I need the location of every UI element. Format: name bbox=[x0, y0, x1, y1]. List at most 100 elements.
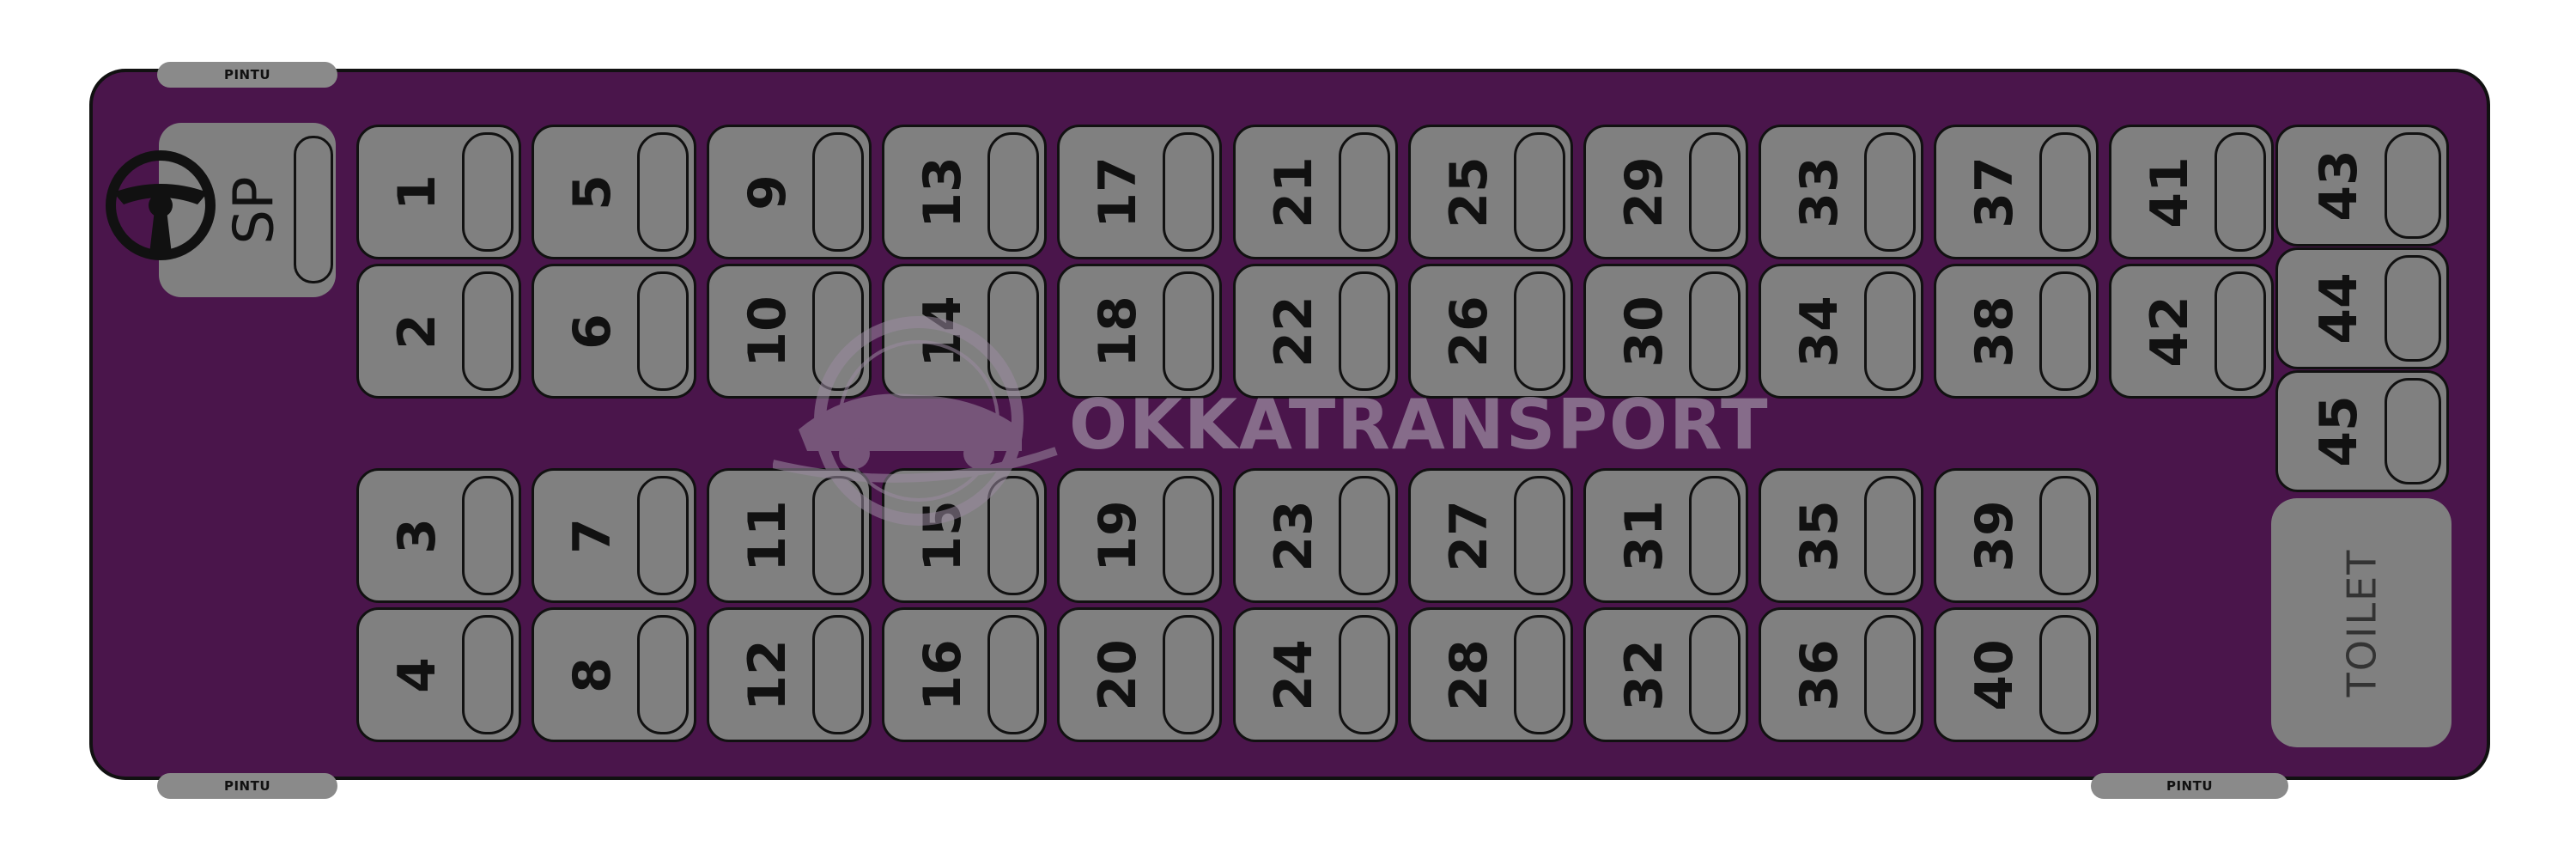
seat-backrest bbox=[2039, 271, 2091, 391]
seat-number: 4 bbox=[387, 656, 447, 693]
seat-44[interactable]: 44 bbox=[2275, 247, 2449, 369]
seat-32[interactable]: 32 bbox=[1583, 607, 1748, 742]
seat-number: 2 bbox=[387, 313, 447, 350]
seat-number-wrap: 2 bbox=[364, 266, 471, 396]
seat-24[interactable]: 24 bbox=[1233, 607, 1398, 742]
seat-number-wrap: 29 bbox=[1591, 127, 1698, 257]
seat-number-wrap: 4 bbox=[364, 610, 471, 740]
seat-25[interactable]: 25 bbox=[1408, 125, 1573, 259]
seat-number: 34 bbox=[1789, 295, 1850, 368]
seat-22[interactable]: 22 bbox=[1233, 264, 1398, 399]
seat-backrest bbox=[1689, 615, 1741, 734]
seat-number-wrap: 1 bbox=[364, 127, 471, 257]
seat-number-wrap: 16 bbox=[890, 610, 996, 740]
seat-number: 36 bbox=[1789, 638, 1850, 711]
seat-8[interactable]: 8 bbox=[532, 607, 696, 742]
seat-number-wrap: 28 bbox=[1416, 610, 1522, 740]
seat-17[interactable]: 17 bbox=[1057, 125, 1222, 259]
seat-number-wrap: 32 bbox=[1591, 610, 1698, 740]
seat-21[interactable]: 21 bbox=[1233, 125, 1398, 259]
seat-number: 39 bbox=[1965, 499, 2025, 572]
seat-number: 42 bbox=[2140, 295, 2200, 368]
seat-number: 32 bbox=[1614, 638, 1674, 711]
steering-wheel-icon bbox=[106, 150, 216, 260]
seat-number-wrap: 6 bbox=[539, 266, 646, 396]
seat-34[interactable]: 34 bbox=[1759, 264, 1923, 399]
seat-20[interactable]: 20 bbox=[1057, 607, 1222, 742]
seat-26[interactable]: 26 bbox=[1408, 264, 1573, 399]
seat-2[interactable]: 2 bbox=[356, 264, 521, 399]
seat-number-wrap: 12 bbox=[714, 610, 821, 740]
seat-15[interactable]: 15 bbox=[882, 468, 1047, 603]
seat-backrest bbox=[637, 476, 689, 595]
seat-14[interactable]: 14 bbox=[882, 264, 1047, 399]
seat-backrest bbox=[462, 615, 513, 734]
seat-45[interactable]: 45 bbox=[2275, 370, 2449, 492]
seat-number-wrap: 35 bbox=[1766, 471, 1873, 600]
seat-number: 8 bbox=[562, 656, 623, 693]
seat-39[interactable]: 39 bbox=[1934, 468, 2099, 603]
seat-backrest bbox=[1163, 271, 1214, 391]
seat-41[interactable]: 41 bbox=[2109, 125, 2274, 259]
seat-37[interactable]: 37 bbox=[1934, 125, 2099, 259]
seat-number-wrap: 42 bbox=[2117, 266, 2223, 396]
seat-backrest bbox=[1514, 615, 1565, 734]
seat-16[interactable]: 16 bbox=[882, 607, 1047, 742]
seat-43[interactable]: 43 bbox=[2275, 125, 2449, 247]
seat-backrest bbox=[2215, 132, 2266, 252]
seat-backrest bbox=[1864, 476, 1916, 595]
seat-number: 37 bbox=[1965, 155, 2025, 228]
seat-number-wrap: 37 bbox=[1941, 127, 2048, 257]
seat-number-wrap: 45 bbox=[2283, 373, 2395, 490]
seat-1[interactable]: 1 bbox=[356, 125, 521, 259]
seat-backrest bbox=[1514, 132, 1565, 252]
seat-backrest bbox=[1339, 271, 1390, 391]
seat-38[interactable]: 38 bbox=[1934, 264, 2099, 399]
seat-number-wrap: 44 bbox=[2283, 250, 2395, 367]
seat-13[interactable]: 13 bbox=[882, 125, 1047, 259]
seat-number: 43 bbox=[2309, 149, 2369, 222]
seat-number: 25 bbox=[1439, 155, 1499, 228]
seat-7[interactable]: 7 bbox=[532, 468, 696, 603]
seat-9[interactable]: 9 bbox=[707, 125, 872, 259]
seat-6[interactable]: 6 bbox=[532, 264, 696, 399]
seat-number: 1 bbox=[387, 174, 447, 210]
seat-12[interactable]: 12 bbox=[707, 607, 872, 742]
seat-40[interactable]: 40 bbox=[1934, 607, 2099, 742]
seat-29[interactable]: 29 bbox=[1583, 125, 1748, 259]
seat-backrest bbox=[1514, 476, 1565, 595]
seat-number-wrap: 40 bbox=[1941, 610, 2048, 740]
seat-31[interactable]: 31 bbox=[1583, 468, 1748, 603]
seat-30[interactable]: 30 bbox=[1583, 264, 1748, 399]
seat-backrest bbox=[1163, 615, 1214, 734]
seat-number-wrap: 25 bbox=[1416, 127, 1522, 257]
seat-backrest bbox=[1339, 132, 1390, 252]
seat-number: 38 bbox=[1965, 295, 2025, 368]
seat-23[interactable]: 23 bbox=[1233, 468, 1398, 603]
seat-number-wrap: 38 bbox=[1941, 266, 2048, 396]
seat-35[interactable]: 35 bbox=[1759, 468, 1923, 603]
seat-4[interactable]: 4 bbox=[356, 607, 521, 742]
front-bottom-door: PINTU bbox=[157, 773, 337, 799]
seat-backrest bbox=[2385, 132, 2441, 239]
seat-backrest bbox=[987, 132, 1039, 252]
seat-number: 12 bbox=[738, 638, 798, 711]
seat-number: 28 bbox=[1439, 638, 1499, 711]
seat-3[interactable]: 3 bbox=[356, 468, 521, 603]
seat-18[interactable]: 18 bbox=[1057, 264, 1222, 399]
seat-number-wrap: 7 bbox=[539, 471, 646, 600]
seat-36[interactable]: 36 bbox=[1759, 607, 1923, 742]
seat-number: 40 bbox=[1965, 638, 2025, 711]
seat-number: 9 bbox=[738, 174, 798, 210]
seat-backrest bbox=[2039, 132, 2091, 252]
seat-42[interactable]: 42 bbox=[2109, 264, 2274, 399]
seat-number-wrap: 13 bbox=[890, 127, 996, 257]
seat-19[interactable]: 19 bbox=[1057, 468, 1222, 603]
seat-27[interactable]: 27 bbox=[1408, 468, 1573, 603]
seat-number: 3 bbox=[387, 517, 447, 554]
seat-backrest bbox=[637, 132, 689, 252]
seat-5[interactable]: 5 bbox=[532, 125, 696, 259]
seat-33[interactable]: 33 bbox=[1759, 125, 1923, 259]
seat-28[interactable]: 28 bbox=[1408, 607, 1573, 742]
seat-number-wrap: 43 bbox=[2283, 127, 2395, 244]
